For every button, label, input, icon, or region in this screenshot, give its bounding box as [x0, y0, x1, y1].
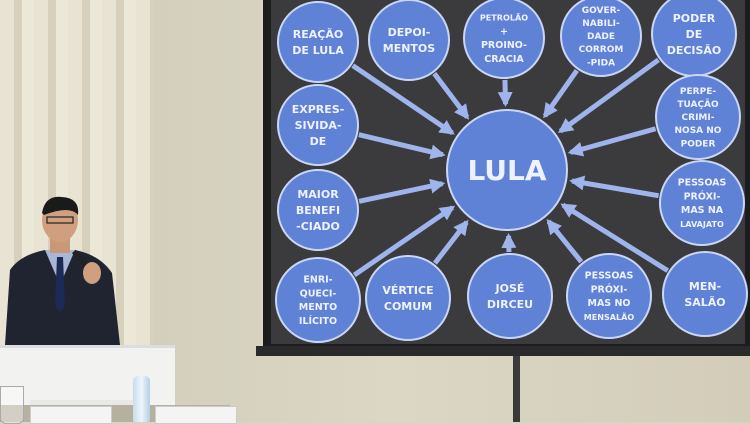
arrow-petrolao: [505, 80, 506, 104]
node-label: DECISÃO: [667, 44, 722, 57]
node-label: PODER: [673, 12, 716, 25]
node-label: BENEFI: [296, 204, 340, 217]
node-label: PESSOAS: [585, 271, 634, 282]
node-label: LAVAJATO: [680, 220, 724, 229]
node-label: SIVIDA-: [295, 119, 342, 132]
node-label: MENTOS: [383, 42, 436, 55]
node-label: CRACIA: [484, 54, 524, 65]
node-mensalao: [663, 252, 747, 336]
node-label: NOSA NO: [675, 126, 722, 136]
node-label: QUECI-: [300, 288, 337, 299]
node-label: JOSÉ: [495, 282, 525, 295]
node-label: DIRCEU: [487, 298, 533, 311]
speaker: [0, 195, 125, 345]
water-bottle: [133, 376, 150, 422]
node-reacao: [278, 2, 358, 82]
node-label: CRIMI-: [682, 113, 715, 123]
node-vertice: [366, 256, 450, 340]
node-label: VÉRTICE: [382, 284, 433, 297]
node-label: -PIDA: [587, 58, 615, 68]
node-label: DE LULA: [292, 44, 344, 57]
node-label: DE: [310, 135, 327, 148]
screen-frame: [256, 346, 750, 356]
node-label: MEN-: [689, 280, 721, 293]
node-petrolao: [464, 0, 544, 78]
screen-stand: [513, 356, 520, 422]
node-lavajato: [660, 161, 744, 245]
node-label: COMUM: [384, 300, 432, 313]
nameplate: [30, 406, 112, 424]
node-depoimentos: [369, 0, 449, 80]
node-label: MAS NO: [588, 298, 631, 309]
node-label: EXPRES-: [292, 103, 345, 116]
node-label: TUAÇÃO: [677, 99, 719, 110]
node-label: MAS NA: [681, 205, 724, 216]
node-mensalao-pessoas: [567, 254, 651, 338]
node-label: DEPOI-: [388, 26, 431, 39]
node-label: GOVER-: [582, 6, 621, 16]
node-dirceu: [468, 254, 552, 338]
node-label: ENRI-: [303, 275, 332, 286]
slide-diagram: REAÇÃO DE LULA DEPOI- MENTOS PETROLÃO + PROINO…: [263, 0, 750, 350]
node-label: PROINO-: [481, 40, 527, 51]
node-label: -CIADO: [296, 220, 340, 233]
node-label: DADE: [587, 32, 615, 42]
projection-screen: REAÇÃO DE LULA DEPOI- MENTOS PETROLÃO + PROINO…: [263, 0, 750, 350]
node-label: SALÃO: [684, 296, 725, 309]
node-label: ILÍCITO: [299, 315, 337, 327]
node-label: NABILI-: [582, 19, 620, 29]
node-label: PETROLÃO: [480, 13, 528, 23]
node-label: CORROM: [579, 45, 624, 55]
node-label: PRÓXI-: [684, 190, 721, 202]
node-label: PRÓXI-: [591, 283, 628, 295]
node-label: REAÇÃO: [293, 28, 343, 41]
node-label: PERPE-: [680, 87, 716, 97]
node-label: MENSALÃO: [584, 312, 635, 322]
node-label: +: [500, 26, 508, 37]
node-label: PESSOAS: [678, 178, 727, 189]
center-label: LULA: [467, 154, 546, 187]
node-enriquecimento: [276, 258, 360, 342]
nameplate: [155, 406, 237, 424]
water-glass: [0, 386, 24, 424]
node-label: PODER: [681, 139, 716, 149]
node-label: MAIOR: [297, 188, 339, 201]
node-label: MENTO: [299, 302, 337, 313]
node-label: DE: [686, 28, 703, 41]
